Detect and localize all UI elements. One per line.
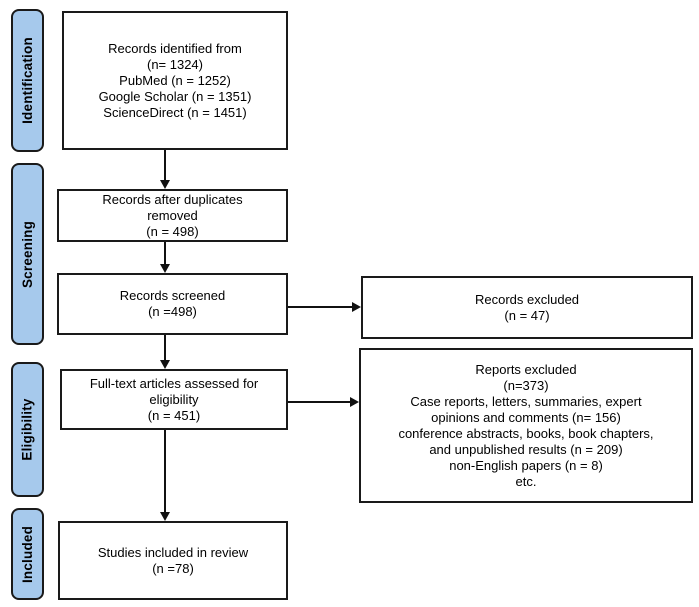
arrow-identified-to-duplicates xyxy=(164,150,166,180)
stage-screening: Screening xyxy=(11,163,44,345)
stage-included-label: Included xyxy=(20,525,36,583)
text-line: (n= 1324) xyxy=(146,56,203,72)
arrow-fulltext-to-included xyxy=(164,430,166,512)
stage-identification: Identification xyxy=(11,9,44,152)
text-line: Google Scholar (n = 1351) xyxy=(98,88,252,104)
text-line: and unpublished results (n = 209) xyxy=(429,441,623,457)
text-line: (n = 47) xyxy=(504,307,550,323)
arrow-fulltext-to-reports-excluded xyxy=(288,401,350,403)
text-line: Reports excluded xyxy=(475,361,577,377)
stage-included: Included xyxy=(11,508,44,600)
box-records-identified: Records identified from (n= 1324) PubMed… xyxy=(62,11,288,150)
text-line: (n = 451) xyxy=(147,407,201,423)
text-line: (n =498) xyxy=(148,304,197,319)
stage-eligibility: Eligibility xyxy=(11,362,44,497)
text-line: Records identified from xyxy=(108,40,242,56)
text-line: Records screened xyxy=(119,288,226,303)
stage-screening-label: Screening xyxy=(20,220,36,288)
text-line: opinions and comments (n= 156) xyxy=(431,409,621,425)
text-line: conference abstracts, books, book chapte… xyxy=(398,425,654,441)
stage-identification-label: Identification xyxy=(20,37,35,124)
text-line: Studies included in review xyxy=(97,544,249,560)
text-line: Full-text articles assessed for xyxy=(89,375,259,391)
box-records-screened: Records screened (n =498) xyxy=(57,273,288,335)
text-line: PubMed (n = 1252) xyxy=(119,72,231,88)
stage-eligibility-label: Eligibility xyxy=(20,398,35,461)
text-line: Case reports, letters, summaries, expert xyxy=(410,393,642,409)
text-line: ScienceDirect (n = 1451) xyxy=(103,104,247,120)
text-line: (n=373) xyxy=(503,377,549,393)
text-line: (n = 498) xyxy=(146,223,199,239)
box-duplicates-removed: Records after duplicates removed (n = 49… xyxy=(57,189,288,242)
text-line: (n =78) xyxy=(152,560,194,576)
arrow-screened-to-fulltext xyxy=(164,335,166,360)
text-line: etc. xyxy=(515,473,537,489)
box-studies-included: Studies included in review (n =78) xyxy=(58,521,288,600)
text-line: Records after duplicates xyxy=(102,191,243,207)
text-line: eligibility xyxy=(149,391,199,407)
box-fulltext-assessed: Full-text articles assessed for eligibil… xyxy=(60,369,288,430)
arrow-duplicates-to-screened xyxy=(164,242,166,264)
box-records-excluded: Records excluded (n = 47) xyxy=(361,276,693,339)
arrow-screened-to-records-excluded xyxy=(288,306,352,308)
text-line: removed xyxy=(147,207,198,223)
text-line: Records excluded xyxy=(474,291,580,307)
box-reports-excluded: Reports excluded (n=373) Case reports, l… xyxy=(359,348,693,503)
text-line: non-English papers (n = 8) xyxy=(449,457,603,473)
